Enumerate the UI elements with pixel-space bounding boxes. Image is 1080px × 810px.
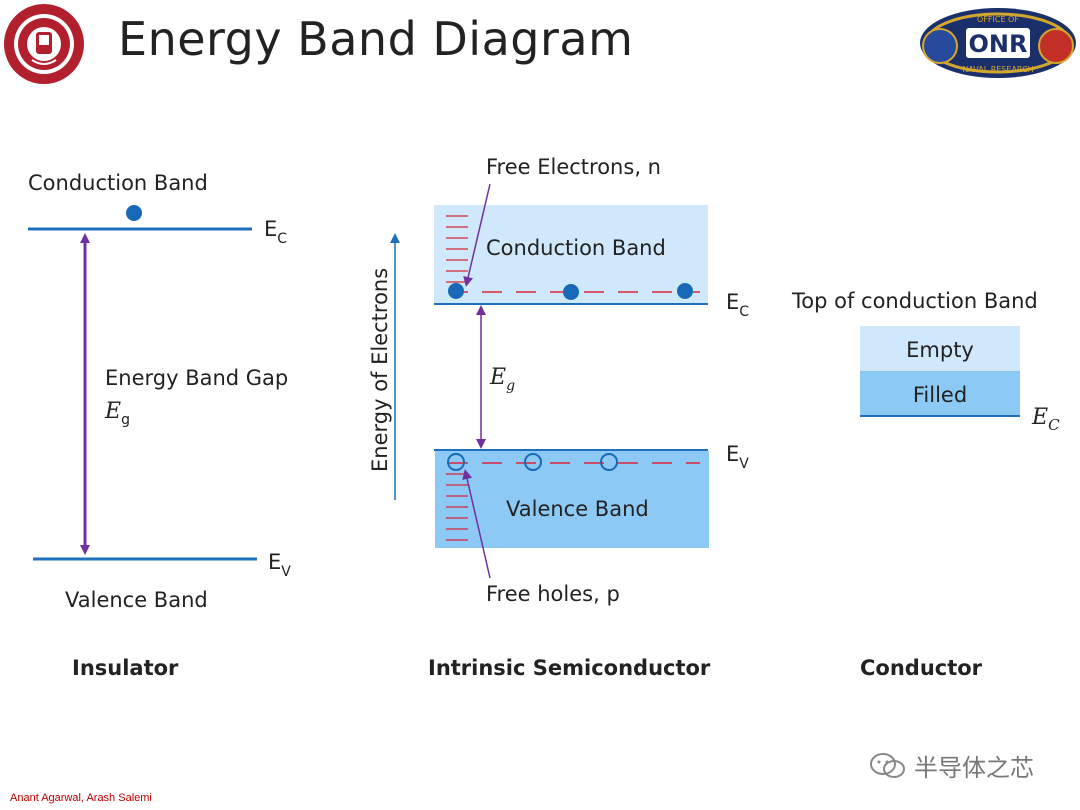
free-electron xyxy=(563,284,579,300)
conductor-empty-region xyxy=(860,326,1020,371)
insulator-gap-label: Energy Band Gap xyxy=(105,366,288,390)
insulator-panel: Conduction Band EC Energy Band Gap Eg EV… xyxy=(28,171,291,680)
insulator-gap-symbol: Eg xyxy=(104,399,130,428)
free-electron xyxy=(677,283,693,299)
free-electrons-label: Free Electrons, n xyxy=(486,155,661,179)
free-electrons-pointer xyxy=(463,183,491,287)
semiconductor-ev-label: EV xyxy=(726,442,749,472)
conductor-top-label: Top of conduction Band xyxy=(791,289,1038,313)
onr-logo: ONR OFFICE OF NAVAL RESEARCH xyxy=(920,8,1076,78)
conductor-empty-label: Empty xyxy=(906,338,974,362)
conductor-ec-label: EC xyxy=(1031,405,1060,434)
onr-logo-top-text: OFFICE OF xyxy=(977,15,1019,24)
conductor-filled-label: Filled xyxy=(913,383,967,407)
insulator-electron xyxy=(126,205,142,221)
energy-axis-label: Energy of Electrons xyxy=(368,268,392,472)
free-electron xyxy=(448,283,464,299)
insulator-ec-label: EC xyxy=(264,217,287,247)
conductor-filled-region xyxy=(860,371,1020,416)
semiconductor-conduction-band-label: Conduction Band xyxy=(486,236,666,260)
semiconductor-valence-band-label: Valence Band xyxy=(506,497,649,521)
ohio-state-seal-logo xyxy=(4,4,84,84)
free-hole xyxy=(447,453,465,471)
free-holes-label: Free holes, p xyxy=(486,582,620,606)
watermark: 半导体之芯 xyxy=(868,748,1034,783)
free-hole xyxy=(600,453,618,471)
footer-authors: Anant Agarwal, Arash Salemi xyxy=(10,792,152,804)
valence-band-red-ticks xyxy=(446,473,468,541)
free-holes-pointer xyxy=(462,469,491,579)
onr-logo-text: ONR xyxy=(969,30,1028,58)
semiconductor-ec-label: EC xyxy=(726,290,749,320)
insulator-ev-label: EV xyxy=(268,550,291,580)
watermark-text: 半导体之芯 xyxy=(914,754,1034,782)
insulator-caption: Insulator xyxy=(72,656,179,680)
wechat-icon xyxy=(870,752,905,778)
conductor-caption: Conductor xyxy=(860,656,983,680)
slide-title: Energy Band Diagram xyxy=(118,12,634,66)
semiconductor-gap-symbol: Eg xyxy=(489,365,515,394)
semiconductor-panel: Energy of Electrons Free Electrons, n Co… xyxy=(368,155,749,680)
insulator-conduction-band-label: Conduction Band xyxy=(28,171,208,195)
insulator-valence-band-label: Valence Band xyxy=(65,588,208,612)
onr-logo-bottom-text: NAVAL RESEARCH xyxy=(962,65,1033,74)
conductor-panel: Top of conduction Band Empty Filled EC C… xyxy=(791,289,1060,680)
semiconductor-caption: Intrinsic Semiconductor xyxy=(428,656,711,680)
semiconductor-valence-band xyxy=(435,451,709,548)
free-hole xyxy=(524,453,542,471)
